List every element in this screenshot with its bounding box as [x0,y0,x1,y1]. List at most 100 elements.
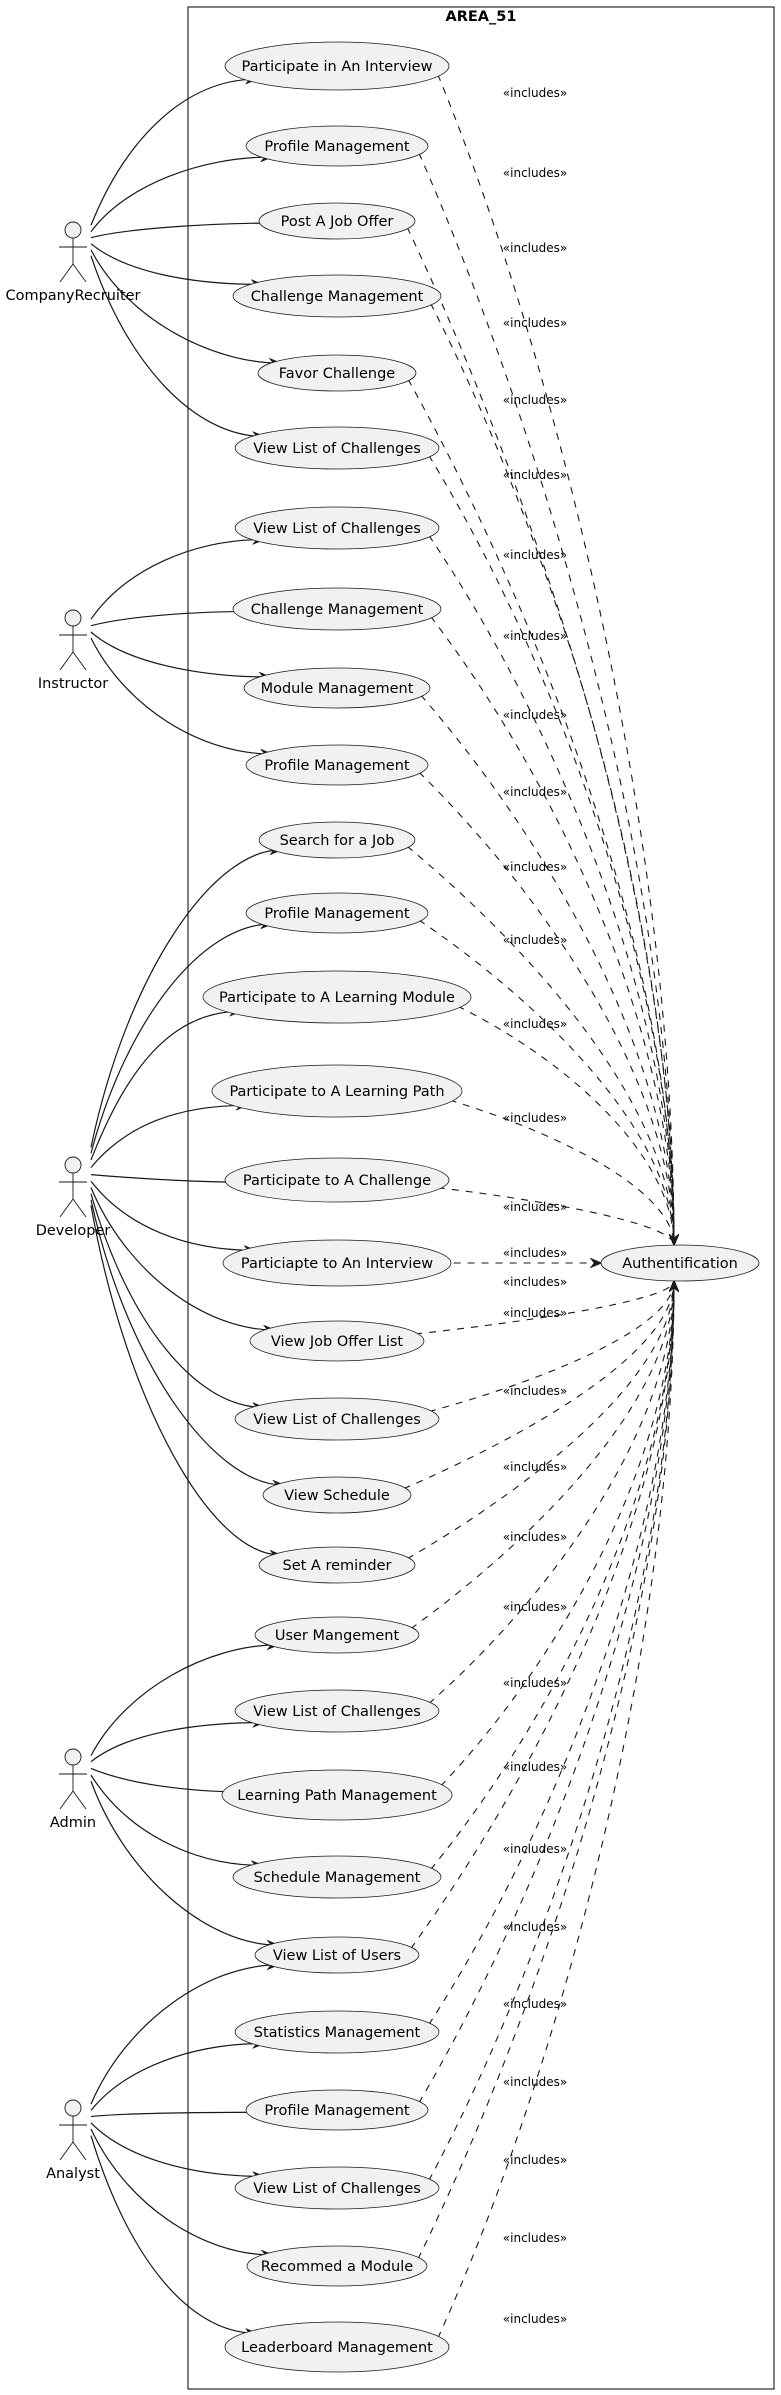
actor-body [59,1173,87,1218]
use-case-search-for-a-job: Search for a Job [258,821,416,859]
use-case-label: Search for a Job [280,833,395,849]
use-case-label: Participate to A Learning Path [229,1084,444,1100]
use-case-recommed-a-module: Recommed a Module [246,2245,428,2287]
association-analyst-26 [90,2112,271,2116]
includes-label: «includes» [503,1460,567,1474]
include-dependency-28 [417,1281,674,2260]
use-case-ellipse [232,274,442,318]
association-instructor-8 [90,631,270,677]
include-dependency-13 [449,1099,675,1245]
includes-label: «includes» [503,708,567,722]
use-case-label: Challenge Management [251,289,424,305]
use-case-ellipse [224,2321,450,2373]
includes-label: «includes» [503,933,567,947]
use-case-label: Favor Challenge [279,366,395,382]
use-case-ellipse [245,744,429,786]
use-case-view-job-offer-list: View Job Offer List [249,1320,425,1362]
use-case-ellipse [249,1320,425,1362]
use-case-label: View List of Challenges [253,521,421,537]
use-case-label: Set A reminder [283,1558,392,1574]
use-case-ellipse [257,354,417,392]
association-analyst-25 [90,2044,264,2111]
use-case-label: Profile Management [264,2103,410,2119]
use-case-label: Participate in An Interview [242,59,433,75]
include-dependency-2 [406,227,674,1245]
use-case-label: Participate to A Challenge [243,1173,431,1189]
use-case-label: Participate to A Learning Module [219,990,455,1006]
use-case-label: View List of Challenges [253,1412,421,1428]
use-cases: Authentification Participate in An Interv… [202,41,760,2373]
use-case-view-list-of-users: View List of Users [254,1936,420,1974]
actors: CompanyRecruiterInstructorDeveloperAdmin… [5,221,141,2182]
include-dependency-11 [418,919,674,1245]
use-case-particiapte-to-an-interview: Particiapte to An Interview [222,1239,452,1287]
includes-label: «includes» [503,241,567,255]
use-case-favor-challenge: Favor Challenge [257,354,417,392]
association-admin-20 [90,1645,278,1756]
association-admin-23 [90,1774,262,1865]
includes-label: «includes» [503,1275,567,1289]
include-dependency-0 [437,74,674,1245]
use-case-view-schedule: View Schedule [262,1476,412,1514]
actor-body [59,626,87,671]
use-case-challenge-management: Challenge Management [232,587,442,631]
association-developer-17 [90,1193,264,1408]
association-analyst-27 [90,2122,264,2177]
association-companyrecruiter-3 [90,243,262,285]
use-case-ellipse [262,1476,412,1514]
actor-developer: Developer [36,1156,110,1239]
actor-body [59,2116,87,2161]
includes-label: «includes» [503,1842,567,1856]
association-developer-18 [90,1199,284,1485]
includes-label: «includes» [503,393,567,407]
include-dependency-10 [406,845,674,1245]
association-companyrecruiter-1 [90,157,271,233]
use-case-label: View Schedule [284,1488,390,1504]
use-case-schedule-management: Schedule Management [232,1855,442,1899]
use-case-statistics-management: Statistics Management [234,2010,440,2054]
include-dependencies: «includes» «includes» «includes» «includes»… [403,74,675,2339]
include-dependency-5 [428,455,674,1245]
use-case-module-management: Module Management [243,667,431,709]
association-developer-15 [90,1180,255,1250]
includes-label: «includes» [503,1111,567,1125]
includes-label: «includes» [503,1676,567,1690]
association-instructor-9 [90,637,271,754]
use-case-learning-path-management: Learning Path Management [221,1769,453,1821]
use-case-profile-management: Profile Management [245,892,429,934]
include-dependency-19 [406,1281,674,1560]
association-companyrecruiter-4 [90,249,280,363]
include-dependency-27 [428,1281,674,2181]
include-dependency-25 [428,1281,674,2025]
use-case-label: View List of Challenges [253,1704,421,1720]
use-case-label: Profile Management [264,758,410,774]
use-case-ellipse [254,1616,420,1654]
use-case-label: View List of Challenges [253,441,421,457]
actor-head [64,221,82,239]
use-case-view-list-of-challenges: View List of Challenges [234,506,440,550]
use-case-challenge-management: Challenge Management [232,274,442,318]
use-case-ellipse [245,125,429,167]
association-developer-10 [90,850,281,1148]
includes-label: «includes» [503,860,567,874]
use-case-label: Learning Path Management [237,1788,437,1804]
use-case-ellipse [224,1157,450,1203]
use-case-label: Authentification [622,1256,738,1272]
use-case-ellipse [234,2166,440,2210]
association-developer-16 [90,1187,274,1330]
includes-label: «includes» [503,548,567,562]
include-dependency-26 [418,1281,674,2104]
association-admin-21 [90,1723,264,1763]
includes-label: «includes» [503,1200,567,1214]
actor-body [59,238,87,283]
actor-label: CompanyRecruiter [5,288,140,304]
association-companyrecruiter-2 [90,223,281,239]
use-case-ellipse [222,1239,452,1287]
actor-body [59,1765,87,1810]
includes-label: «includes» [503,468,567,482]
use-case-ellipse [600,1244,760,1282]
association-companyrecruiter-0 [90,79,256,226]
use-case-participate-to-a-challenge: Participate to A Challenge [224,1157,450,1203]
use-case-participate-to-a-learning-path: Participate to A Learning Path [211,1064,463,1118]
use-case-label: Leaderboard Management [241,2340,433,2356]
